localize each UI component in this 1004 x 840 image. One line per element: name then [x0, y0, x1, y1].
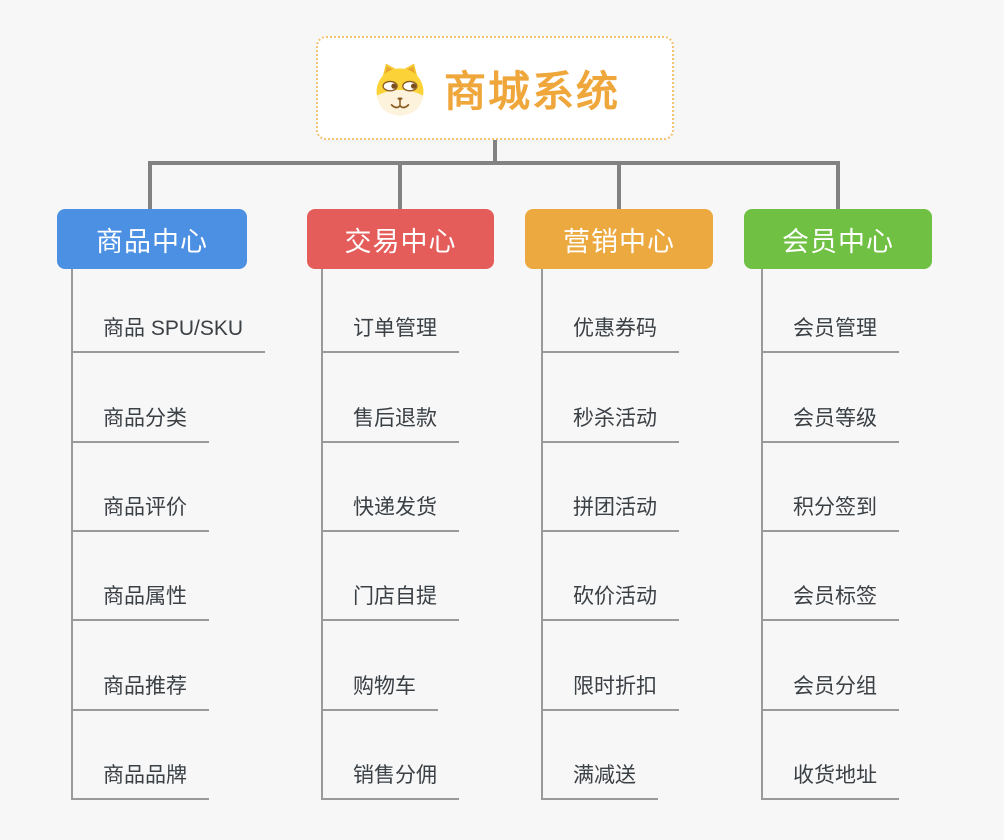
item-aftersale-refund[interactable]: 售后退款 [322, 405, 459, 443]
item-product-recommend[interactable]: 商品推荐 [72, 673, 209, 711]
connector-drop-3 [617, 161, 621, 209]
connector-root-stub [493, 140, 497, 163]
item-shipping-address[interactable]: 收货地址 [762, 762, 899, 800]
item-spend-save[interactable]: 满减送 [542, 762, 658, 800]
branch-node-trade-center[interactable]: 交易中心 [307, 209, 494, 269]
root-title: 商城系统 [443, 67, 620, 115]
spine-branch-3 [541, 269, 543, 800]
item-sales-commission[interactable]: 销售分佣 [322, 762, 459, 800]
branch-label: 营销中心 [563, 226, 675, 257]
item-group-buy[interactable]: 拼团活动 [542, 494, 679, 532]
connector-drop-4 [836, 161, 840, 209]
branch-label: 交易中心 [344, 226, 457, 257]
item-product-category[interactable]: 商品分类 [72, 405, 209, 443]
item-points-checkin[interactable]: 积分签到 [762, 494, 899, 532]
item-coupon-code[interactable]: 优惠券码 [542, 315, 679, 353]
connector-drop-2 [398, 161, 402, 209]
item-bargain-activity[interactable]: 砍价活动 [542, 583, 679, 621]
item-store-pickup[interactable]: 门店自提 [322, 583, 459, 621]
item-member-management[interactable]: 会员管理 [762, 315, 899, 353]
spine-branch-1 [71, 269, 73, 800]
spine-branch-4 [761, 269, 763, 800]
item-order-management[interactable]: 订单管理 [322, 315, 459, 353]
spine-branch-2 [321, 269, 323, 800]
branch-label: 会员中心 [782, 226, 894, 257]
item-flash-sale[interactable]: 秒杀活动 [542, 405, 679, 443]
branch-node-member-center[interactable]: 会员中心 [744, 209, 932, 269]
branch-node-marketing-center[interactable]: 营销中心 [525, 209, 713, 269]
branch-node-product-center[interactable]: 商品中心 [57, 209, 247, 269]
item-shopping-cart[interactable]: 购物车 [322, 673, 438, 711]
item-express-shipping[interactable]: 快递发货 [322, 494, 459, 532]
item-member-tag[interactable]: 会员标签 [762, 583, 899, 621]
item-product-attribute[interactable]: 商品属性 [72, 583, 209, 621]
item-product-review[interactable]: 商品评价 [72, 494, 209, 532]
connector-drop-1 [148, 161, 152, 209]
connector-rail [148, 161, 838, 165]
root-node-mall-system[interactable]: 商城系统 [316, 36, 674, 140]
item-product-brand[interactable]: 商品品牌 [72, 762, 209, 800]
dog-face-icon [376, 63, 424, 116]
item-limited-time-discount[interactable]: 限时折扣 [542, 673, 679, 711]
item-product-spu-sku[interactable]: 商品 SPU/SKU [72, 315, 266, 353]
item-member-group[interactable]: 会员分组 [762, 673, 899, 711]
branch-label: 商品中心 [96, 226, 208, 257]
item-member-level[interactable]: 会员等级 [762, 405, 899, 443]
